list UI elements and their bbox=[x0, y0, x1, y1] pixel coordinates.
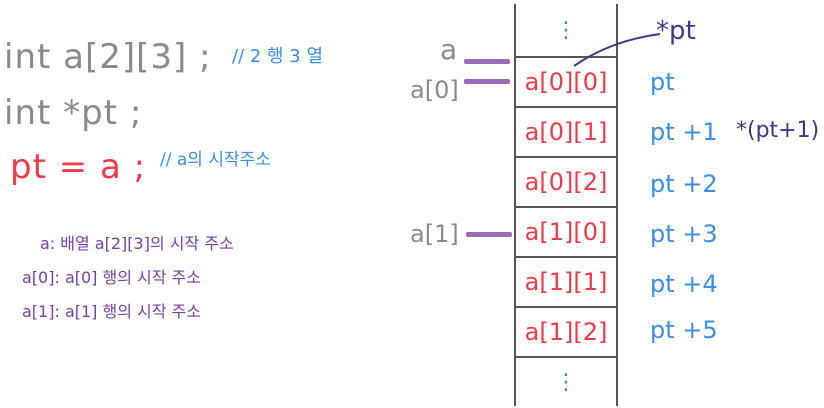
memory-cell-a02: a[0][2] bbox=[514, 156, 618, 206]
memory-cell-ellipsis-bottom: ⋮ bbox=[514, 356, 618, 406]
memory-column bbox=[514, 4, 618, 406]
pointer-pt2: pt +2 bbox=[650, 170, 718, 198]
memory-cell-a12: a[1][2] bbox=[514, 306, 618, 356]
pointer-pt5: pt +5 bbox=[650, 316, 718, 344]
code-line-declare-pointer: int *pt ; bbox=[4, 93, 143, 133]
code-line-assign: pt = a ; bbox=[10, 147, 147, 187]
pointer-pt3: pt +3 bbox=[650, 220, 718, 248]
pointer-pt1: pt +1 bbox=[650, 118, 718, 146]
pointer-bar-a bbox=[464, 59, 510, 64]
label-a1: a[1] bbox=[410, 220, 459, 248]
label-deref-pt: *pt bbox=[656, 16, 696, 46]
memory-cell-a11: a[1][1] bbox=[514, 256, 618, 306]
label-a: a bbox=[440, 33, 458, 66]
memory-cell-a01: a[0][1] bbox=[514, 106, 618, 156]
pointer-bar-a0 bbox=[464, 79, 510, 84]
label-deref-pt1: *(pt+1) bbox=[736, 118, 820, 143]
code-comment-start-address: // a의 시작주소 bbox=[160, 150, 271, 170]
pointer-pt0: pt bbox=[650, 68, 675, 96]
code-comment-rows-cols: // 2 행 3 열 bbox=[232, 46, 324, 67]
memory-cell-ellipsis-top: ⋮ bbox=[555, 17, 577, 43]
memory-cell-a00: a[0][0] bbox=[514, 56, 618, 106]
note-a1: a[1]: a[1] 행의 시작 주소 bbox=[22, 302, 201, 321]
code-line-declare-array: int a[2][3] ; bbox=[4, 37, 212, 77]
label-a0: a[0] bbox=[410, 76, 459, 104]
note-a0: a[0]: a[0] 행의 시작 주소 bbox=[22, 268, 201, 287]
pointer-pt4: pt +4 bbox=[650, 270, 718, 298]
memory-cell-a10: a[1][0] bbox=[514, 206, 618, 256]
pointer-bar-a1 bbox=[466, 232, 512, 237]
note-a: a: 배열 a[2][3]의 시작 주소 bbox=[40, 234, 234, 253]
